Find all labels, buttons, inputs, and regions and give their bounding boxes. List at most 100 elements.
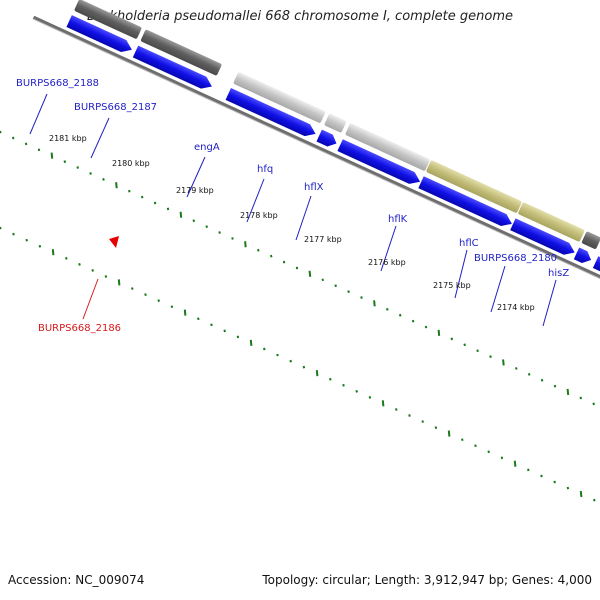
position-label: 2176 kbp — [368, 258, 406, 267]
position-label: 2174 kbp — [497, 303, 535, 312]
minor-tick — [269, 254, 273, 258]
cds-arrow-burps668-2188[interactable] — [66, 15, 134, 56]
gene-label-hisz: hisZ — [548, 268, 569, 279]
minor-tick — [527, 468, 530, 472]
feature-bar-hfq[interactable] — [324, 113, 347, 133]
position-label: 2175 kbp — [433, 281, 471, 290]
minor-tick — [210, 323, 213, 327]
inner-tick-track — [0, 226, 596, 502]
map-title: Burkholderia pseudomallei 668 chromosome… — [86, 9, 514, 24]
cds-arrow-burps668-2180[interactable] — [573, 247, 594, 265]
feature-bar-burps668-2180[interactable] — [581, 231, 600, 249]
minor-tick — [463, 343, 466, 347]
minor-tick — [386, 307, 389, 311]
cds-arrow-enga[interactable] — [225, 88, 319, 140]
major-tick — [183, 309, 187, 316]
leader-line-hfq — [246, 178, 265, 223]
position-label: 2178 kbp — [240, 211, 278, 220]
minor-tick — [347, 290, 350, 293]
minor-tick — [476, 349, 479, 353]
leader-line-burps668-2186 — [82, 278, 99, 320]
minor-tick — [218, 231, 221, 234]
minor-tick — [334, 284, 337, 288]
minor-tick — [166, 207, 170, 211]
minor-tick — [276, 353, 279, 357]
cds-arrow-hflc[interactable] — [510, 218, 577, 258]
leader-line-hflx — [295, 195, 312, 241]
outer-tick-track — [0, 130, 595, 406]
minor-tick — [89, 172, 92, 175]
accession-text: Accession: NC_009074 — [8, 573, 145, 587]
minor-tick — [424, 325, 428, 329]
cds-arrow-hisz[interactable] — [592, 256, 600, 304]
gene-label-burps668-2187: BURPS668_2187 — [74, 102, 157, 113]
minor-tick — [192, 219, 196, 223]
major-tick — [579, 490, 583, 498]
minor-tick — [540, 378, 544, 382]
major-tick — [249, 339, 253, 346]
gene-label-burps668-2188: BURPS668_2188 — [16, 78, 99, 89]
major-tick — [50, 152, 54, 159]
minor-tick — [37, 148, 41, 152]
cds-arrow-hflx[interactable] — [337, 139, 422, 187]
backbone-line — [32, 15, 600, 361]
minor-tick — [0, 226, 2, 230]
major-tick — [447, 430, 451, 437]
minor-tick — [408, 414, 411, 417]
minor-tick — [24, 142, 28, 146]
feature-bar-burps668-2187[interactable] — [140, 29, 222, 76]
minor-tick — [434, 426, 438, 429]
minor-tick — [398, 313, 402, 317]
minor-tick — [411, 319, 415, 323]
minor-tick — [579, 396, 583, 400]
minor-tick — [592, 402, 595, 406]
minor-tick — [11, 136, 15, 140]
feature-bar-burps668-2188[interactable] — [74, 0, 142, 39]
cds-arrow-burps668-2187[interactable] — [132, 45, 215, 93]
minor-tick — [540, 474, 543, 478]
cds-arrow-hflk[interactable] — [418, 176, 514, 229]
minor-tick — [231, 237, 234, 240]
summary-text: Topology: circular; Length: 3,912,947 bp… — [262, 573, 592, 587]
minor-tick — [474, 444, 477, 448]
minor-tick — [500, 456, 504, 460]
gene-label-hfq: hfq — [257, 164, 273, 175]
minor-tick — [289, 359, 292, 363]
minor-tick — [489, 355, 492, 358]
major-tick — [566, 388, 570, 396]
minor-tick — [157, 299, 160, 303]
minor-tick — [329, 377, 332, 381]
minor-tick — [102, 178, 105, 181]
minor-tick — [12, 232, 15, 236]
minor-tick — [205, 225, 208, 228]
minor-tick — [355, 389, 358, 393]
major-tick — [373, 300, 376, 307]
position-label: 2180 kbp — [112, 159, 150, 168]
major-tick — [244, 241, 247, 248]
feature-bar-hflx[interactable] — [345, 123, 430, 171]
minor-tick — [487, 450, 490, 454]
feature-bar-hflk[interactable] — [426, 160, 522, 213]
minor-tick — [65, 256, 68, 260]
minor-tick — [38, 244, 42, 248]
major-tick — [179, 211, 183, 218]
minor-tick — [515, 367, 518, 370]
minor-tick — [91, 269, 94, 272]
reverse-feature-marker[interactable] — [109, 236, 119, 248]
feature-bar-enga[interactable] — [233, 72, 326, 124]
minor-tick — [131, 287, 134, 290]
minor-tick — [263, 347, 266, 351]
minor-tick — [421, 420, 424, 423]
minor-tick — [553, 480, 556, 484]
position-label: 2177 kbp — [304, 235, 342, 244]
minor-tick — [223, 329, 226, 333]
minor-tick — [25, 238, 28, 242]
minor-tick — [104, 275, 108, 278]
leader-line-burps668-2188 — [29, 93, 48, 135]
feature-bar-hflc[interactable] — [518, 202, 585, 242]
cds-arrow-hfq[interactable] — [316, 129, 339, 150]
minor-tick — [342, 383, 345, 387]
position-label: 2179 kbp — [176, 186, 214, 195]
minor-tick — [76, 166, 79, 169]
minor-tick — [144, 293, 147, 296]
